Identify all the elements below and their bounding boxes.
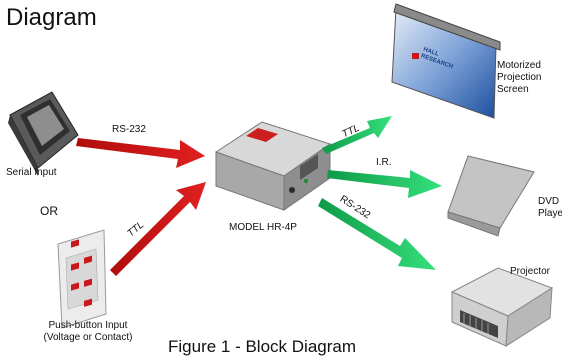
projector-label: Projector bbox=[510, 266, 551, 277]
screen-logo-mark bbox=[412, 53, 419, 59]
push-button-1 bbox=[71, 239, 79, 248]
input-arrow-ttl bbox=[110, 182, 206, 276]
serial-input-label: Serial Input bbox=[6, 167, 57, 178]
push-button-3 bbox=[71, 262, 79, 271]
ir-output-signal-label: I.R. bbox=[376, 157, 392, 168]
dvd-label-line1: DVD bbox=[538, 196, 560, 207]
push-button-4 bbox=[84, 278, 92, 287]
screen-label-line2: Projection bbox=[497, 72, 542, 83]
dvd-player-label: DVD Player bbox=[538, 196, 562, 220]
push-button-2 bbox=[84, 255, 92, 264]
diagram-heading: Diagram bbox=[6, 4, 97, 31]
model-label: MODEL HR-4P bbox=[229, 222, 297, 233]
push-button-label-line1: Push-button Input bbox=[48, 320, 128, 331]
push-button-6 bbox=[84, 298, 92, 307]
figure-caption: Figure 1 - Block Diagram bbox=[168, 337, 357, 356]
push-button-5 bbox=[71, 282, 79, 291]
projector-device bbox=[450, 267, 554, 347]
output-arrow-ttl bbox=[322, 116, 392, 154]
or-label: OR bbox=[40, 204, 58, 218]
push-button-label-line2: (Voltage or Contact) bbox=[43, 332, 133, 343]
input-arrow-rs232 bbox=[76, 138, 205, 168]
rs232-input-signal-label: RS-232 bbox=[112, 124, 146, 135]
serial-input-device bbox=[8, 91, 79, 176]
dvd-label-line2: Player bbox=[538, 208, 562, 219]
screen-label-line3: Screen bbox=[497, 84, 529, 95]
push-button-input-label: Push-button Input (Voltage or Contact) bbox=[28, 320, 148, 344]
projection-screen-device bbox=[391, 3, 501, 119]
dvd-player-device bbox=[447, 155, 535, 237]
output-arrow-rs232 bbox=[318, 198, 436, 270]
output-arrow-ir bbox=[327, 170, 442, 198]
projection-screen-label: Motorized Projection Screen bbox=[497, 60, 541, 96]
screen-label-line1: Motorized bbox=[497, 60, 541, 71]
push-button-input-device bbox=[57, 229, 107, 329]
hr-4p-device bbox=[214, 121, 332, 211]
